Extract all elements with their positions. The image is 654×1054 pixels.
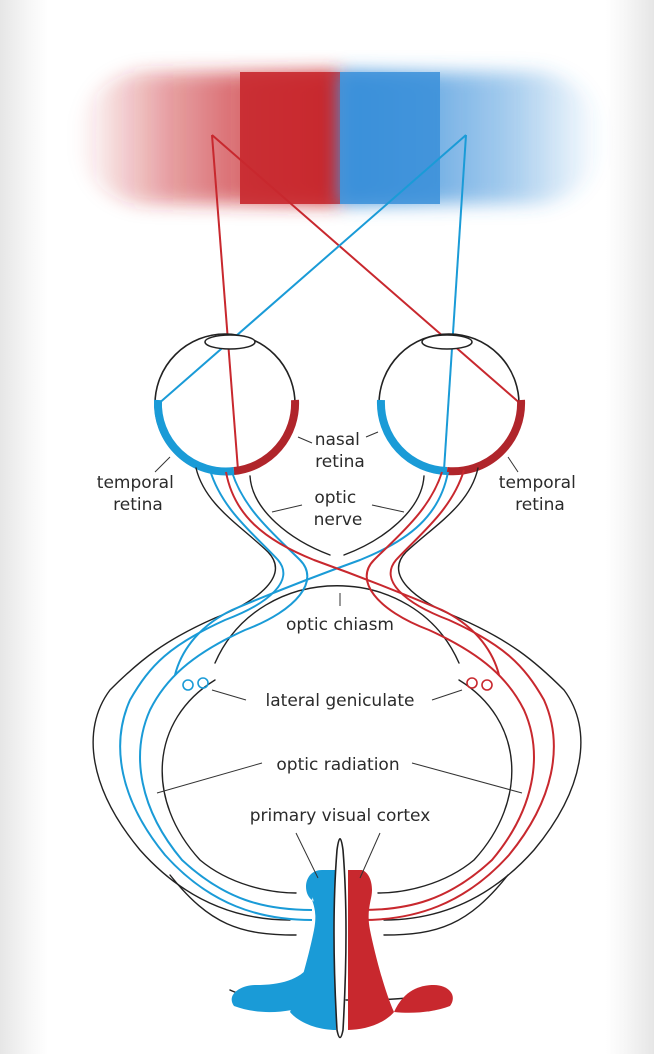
label-nasal-retina: nasal retina bbox=[315, 430, 366, 472]
label-optic-nerve: optic nerve bbox=[314, 488, 363, 530]
label-temporal-retina-right: temporal retina bbox=[499, 473, 581, 515]
right-eye-lens bbox=[422, 335, 472, 349]
lateral-geniculate-right bbox=[467, 678, 492, 690]
right-eye bbox=[379, 334, 521, 474]
visual-field bbox=[78, 72, 602, 204]
label-primary-visual-cortex: primary visual cortex bbox=[250, 806, 431, 826]
label-optic-radiation: optic radiation bbox=[276, 755, 399, 775]
cortex-right-red bbox=[348, 870, 394, 1030]
right-nasal-retina bbox=[381, 400, 447, 471]
left-nasal-retina bbox=[234, 400, 295, 471]
label-lateral-geniculate: lateral geniculate bbox=[266, 691, 415, 711]
left-eye bbox=[155, 334, 295, 474]
left-temporal-retina bbox=[158, 400, 234, 471]
lateral-geniculate-left bbox=[183, 678, 208, 690]
primary-visual-cortex bbox=[232, 839, 453, 1038]
label-temporal-retina-left: temporal retina bbox=[97, 473, 179, 515]
label-optic-chiasm: optic chiasm bbox=[286, 615, 394, 635]
labels: nasal retina temporal retina temporal re… bbox=[97, 430, 581, 826]
longitudinal-fissure bbox=[334, 839, 346, 1038]
left-eye-lens bbox=[205, 335, 255, 349]
